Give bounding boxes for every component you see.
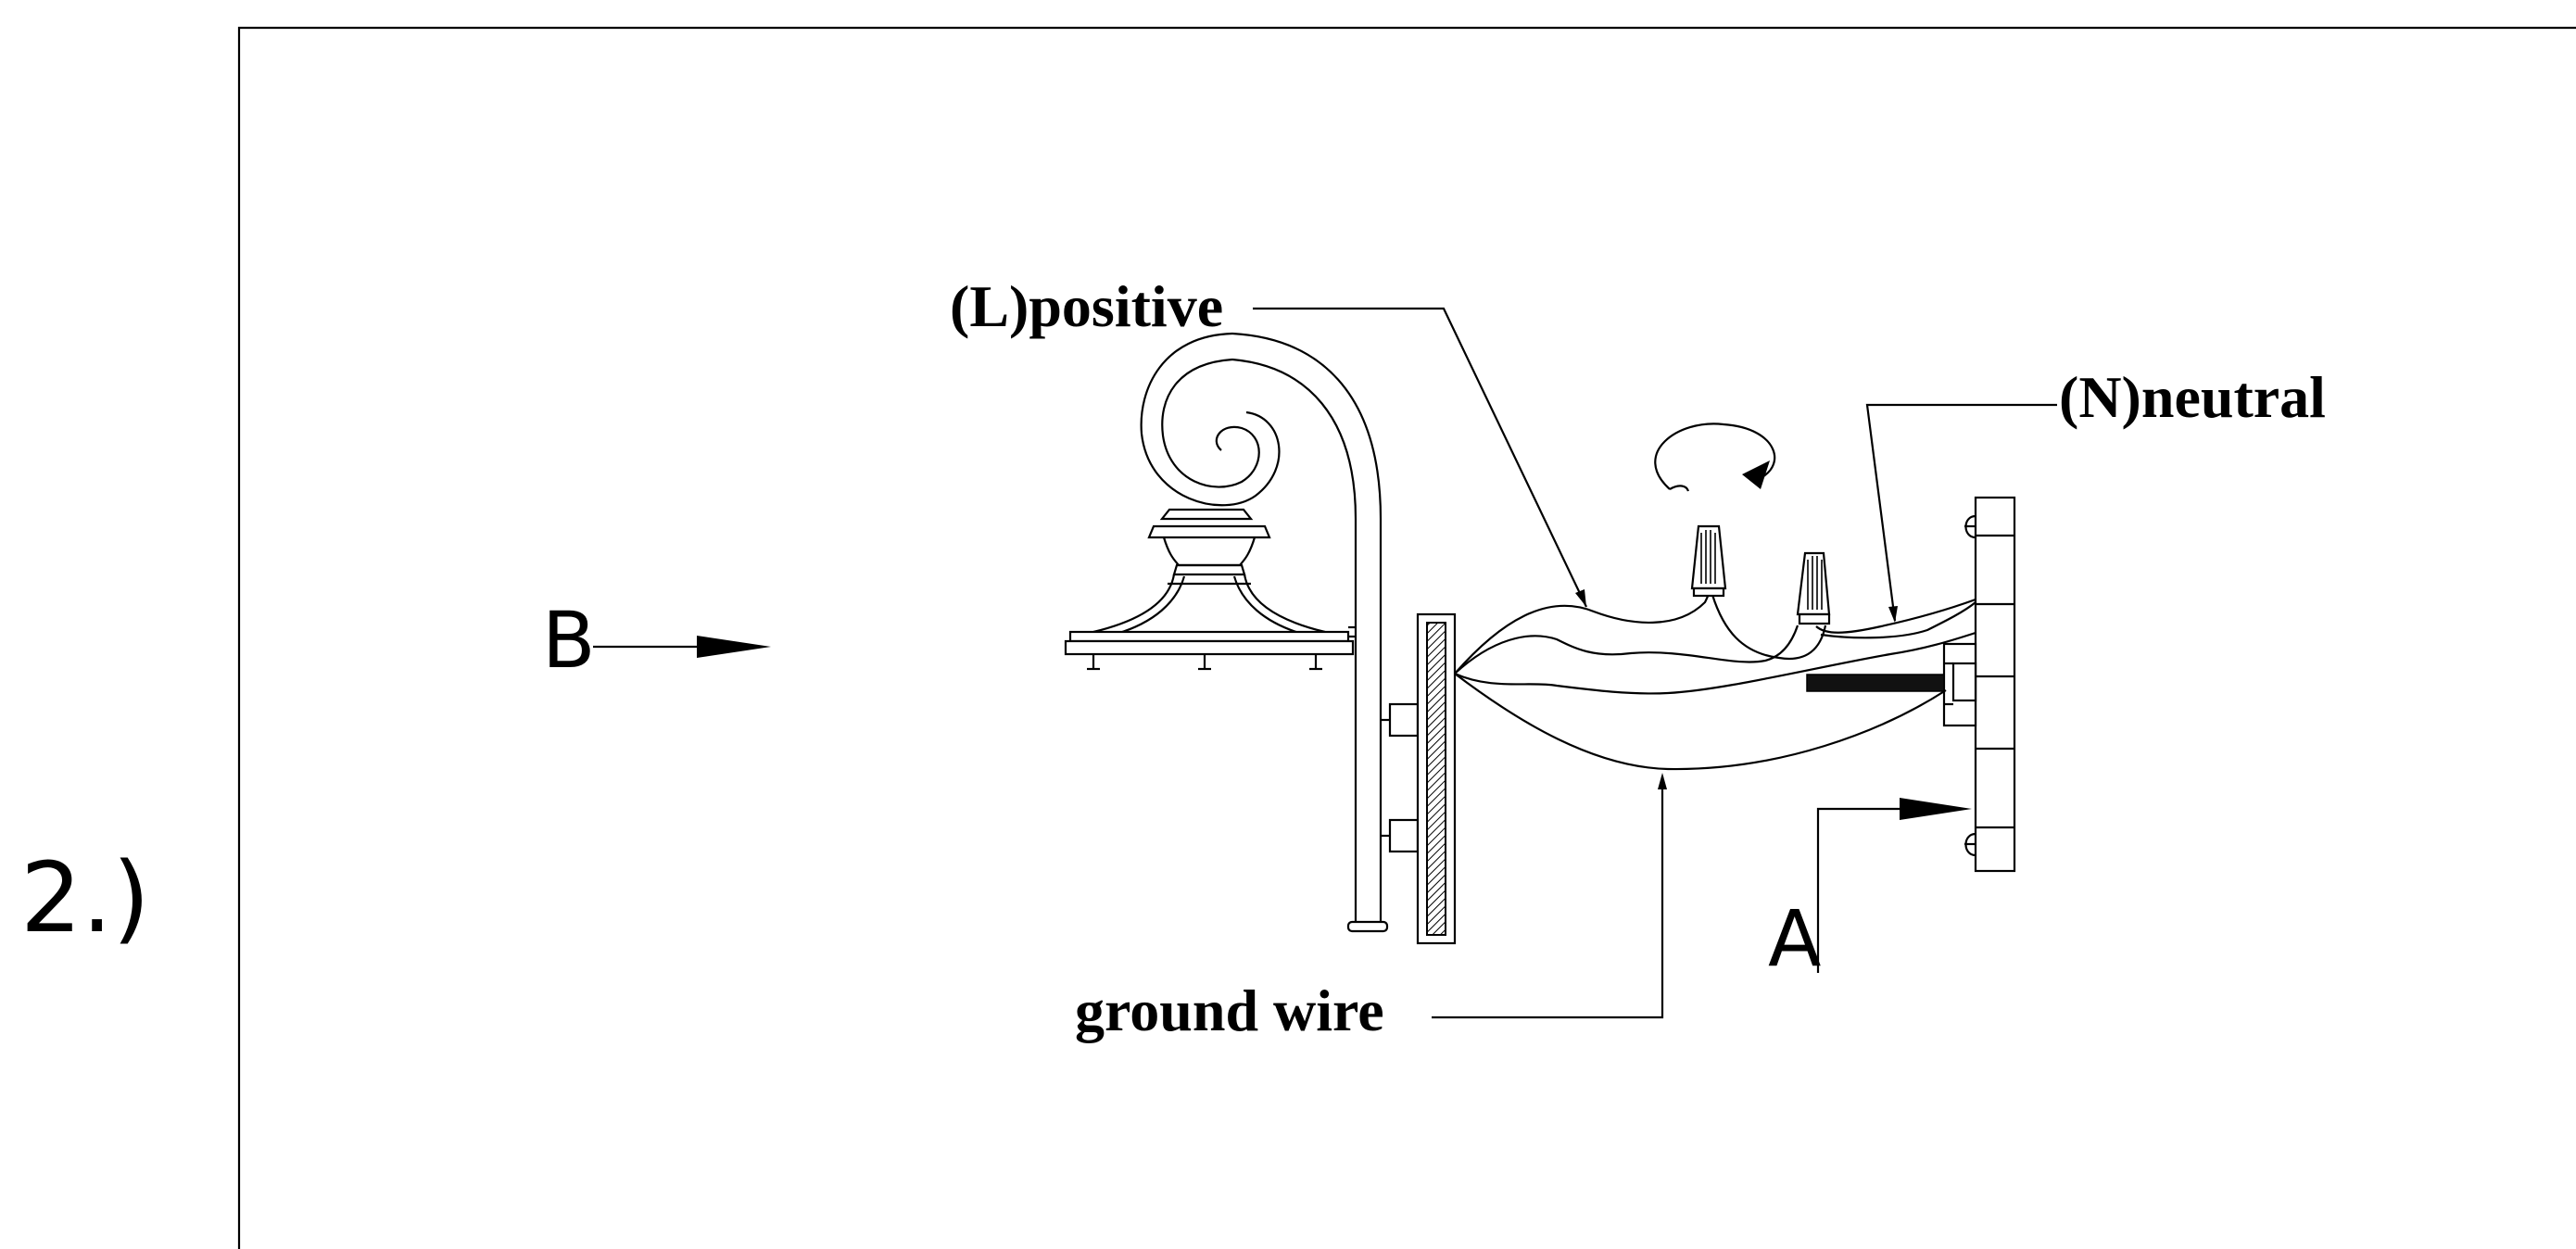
twist-arrow-icon: [1654, 423, 1776, 492]
neutral-label: (N)neutral: [2059, 364, 2326, 430]
mounting-plate: [1806, 496, 2016, 873]
positive-label: (L)positive: [950, 273, 1223, 339]
neutral-leader: [1865, 403, 2057, 622]
positive-leader: [1253, 307, 1587, 608]
lamp-fixture: [1064, 332, 1457, 945]
view-a-arrow: [1816, 798, 1972, 973]
wire-connector: [1690, 524, 1727, 598]
view-b-arrow: [593, 636, 771, 658]
frame-border: [237, 26, 2576, 1249]
ground-label: ground wire: [1075, 978, 1384, 1043]
wire-connector: [1796, 551, 1831, 625]
step-number: 2.): [20, 841, 150, 954]
view-a-label: A: [1768, 893, 1821, 984]
ground-leader: [1432, 776, 1664, 1019]
wires: [1454, 423, 1976, 771]
view-b-label: B: [542, 595, 596, 686]
